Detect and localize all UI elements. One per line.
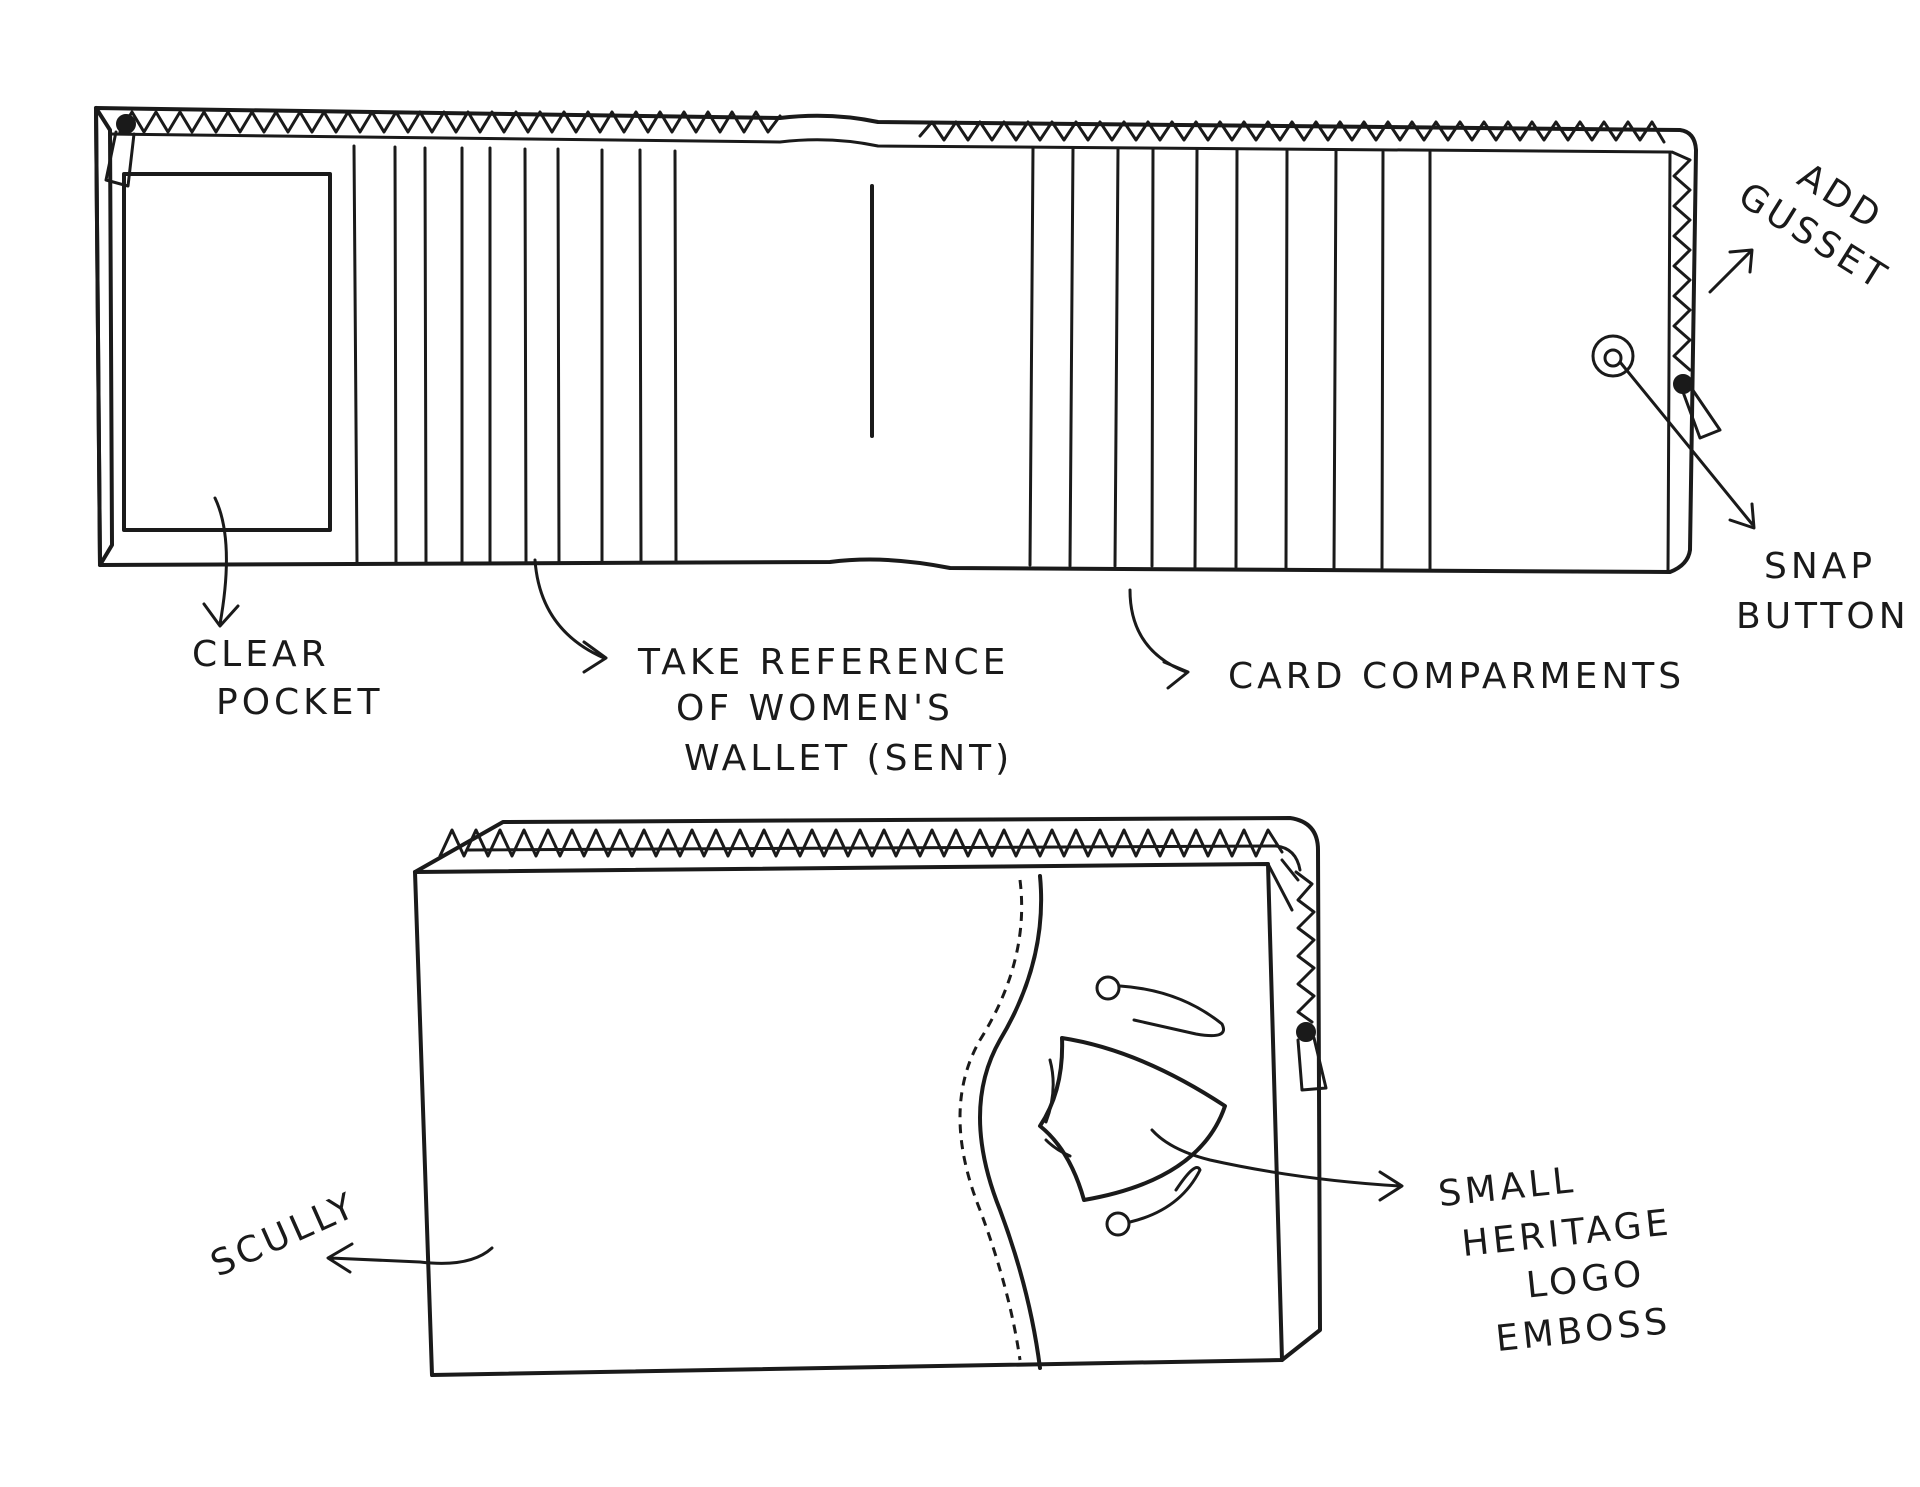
annotation-labels: CLEAR POCKET TAKE REFERENCE OF WOMEN'S W… <box>192 134 1920 1365</box>
top-zipper-zigzag <box>118 110 1666 144</box>
snap-button-outer-icon <box>1591 334 1635 378</box>
closed-zipper-pull-icon <box>1296 1022 1316 1042</box>
label-snap-button: SNAP BUTTON <box>1736 546 1910 637</box>
snap-button-inner-icon <box>1603 348 1623 368</box>
left-card-slots <box>352 144 678 565</box>
clear-pocket-window <box>122 172 332 532</box>
open-wallet-outline <box>94 106 1698 574</box>
label-add-gusset: ADD GUSSET <box>1731 134 1920 299</box>
arrow-take-reference <box>533 558 608 674</box>
arrow-card-compartments <box>1128 588 1190 690</box>
label-scully: SCULLY <box>205 1185 364 1286</box>
arrow-snap-button <box>1618 360 1756 530</box>
closed-wallet-front <box>413 862 1284 1377</box>
left-depth-edge <box>94 106 114 567</box>
closed-wallet-top-depth <box>413 816 1322 1362</box>
label-card-compartments: CARD COMPARMENTS <box>1228 656 1685 697</box>
annotation-arrows <box>202 248 1756 1274</box>
label-take-reference: TAKE REFERENCE OF WOMEN'S WALLET (SENT) <box>637 642 1025 779</box>
closed-wallet-drawing <box>413 816 1328 1377</box>
closed-wallet-inner-top <box>466 844 1302 872</box>
arrow-add-gusset <box>1708 248 1754 294</box>
arrow-logo-emboss <box>1150 1128 1404 1202</box>
top-zipper-band <box>108 132 1672 154</box>
closed-side-zigzag <box>1294 870 1316 1024</box>
arrow-scully <box>326 1242 494 1274</box>
label-clear-pocket: CLEAR POCKET <box>192 634 384 723</box>
zipper-tab-top-left <box>104 130 136 188</box>
closed-zipper-head <box>1266 858 1300 912</box>
right-card-slots <box>1028 146 1432 571</box>
zipper-tab-right <box>1681 384 1722 440</box>
open-wallet-drawing <box>94 106 1722 574</box>
arrow-clear-pocket <box>202 496 240 628</box>
closed-zipper-tab <box>1296 1036 1328 1092</box>
zipper-pull-right-icon <box>1673 374 1693 394</box>
right-gusset-zigzag <box>1670 150 1692 372</box>
closed-zipper-zigzag <box>438 828 1284 858</box>
closed-wallet-curved-flap <box>978 874 1044 1370</box>
closed-wallet-stitching <box>958 879 1024 1361</box>
zipper-pull-top-left-icon <box>116 114 136 134</box>
heritage-logo-icon <box>1038 975 1227 1237</box>
label-logo-emboss: SMALL HERITAGE LOGO EMBOSS <box>1436 1149 1699 1365</box>
right-inner-edge <box>1666 150 1672 574</box>
